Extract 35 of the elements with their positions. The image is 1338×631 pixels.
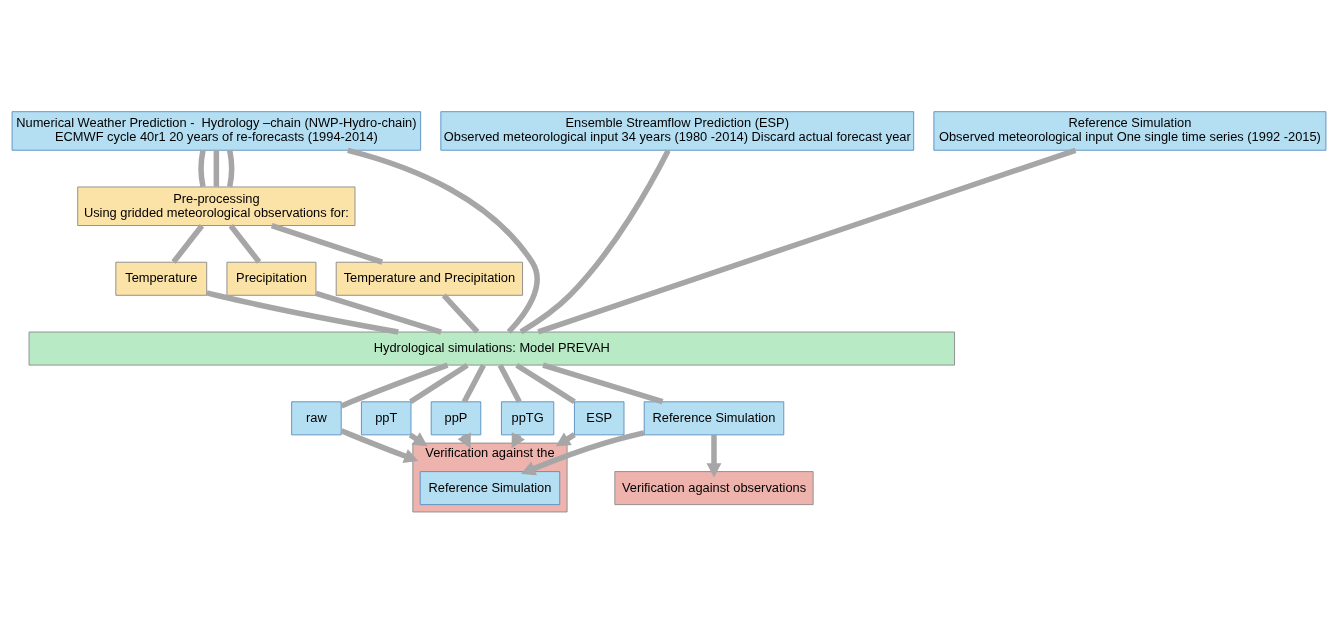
connector <box>340 362 449 409</box>
node-box: Ensemble Streamflow Prediction (ESP) Observed meteorological input 34 years (1980 -2014) Discard actual forecast year <box>440 111 915 151</box>
node-box: Temperature <box>115 261 208 296</box>
connector <box>213 150 220 187</box>
node-box: ppP <box>430 401 482 436</box>
connector <box>542 362 664 405</box>
connector <box>347 147 540 334</box>
connector <box>441 293 480 334</box>
node-box: raw <box>291 401 342 436</box>
arrow <box>706 435 722 478</box>
node-box: Verification against observations <box>614 471 814 506</box>
node-box: Temperature and Precipitation <box>335 261 523 296</box>
connector <box>409 362 469 405</box>
node-box: Hydrological simulations: Model PREVAH <box>28 331 955 366</box>
connector <box>497 363 522 404</box>
node-box: Reference Simulation Observed meteorological input One single time series (1992 -2015) <box>933 111 1327 151</box>
connector <box>198 149 206 188</box>
connector <box>315 290 442 335</box>
connector <box>206 290 399 335</box>
connector <box>461 363 486 404</box>
node-box: Precipitation <box>226 261 317 296</box>
node-box: Reference Simulation <box>643 401 785 436</box>
connector <box>227 149 235 188</box>
node-box: Numerical Weather Prediction - Hydrology –chain (NWP-Hydro-chain) ECMWF cycle 40r1 20 years of re-forecasts (1994-2014) <box>11 111 422 151</box>
node-box: Reference Simulation <box>419 471 561 506</box>
node-box: ESP <box>573 401 625 436</box>
node-box: ppTG <box>501 401 555 436</box>
node-box: ppT <box>360 401 412 436</box>
connector <box>515 362 576 405</box>
connector <box>171 224 205 264</box>
node-box: Pre-processing Using gridded meteorological observations for: <box>77 186 356 226</box>
connector <box>519 149 671 335</box>
connector <box>537 147 1077 335</box>
connector <box>270 222 384 265</box>
connector <box>228 224 262 264</box>
